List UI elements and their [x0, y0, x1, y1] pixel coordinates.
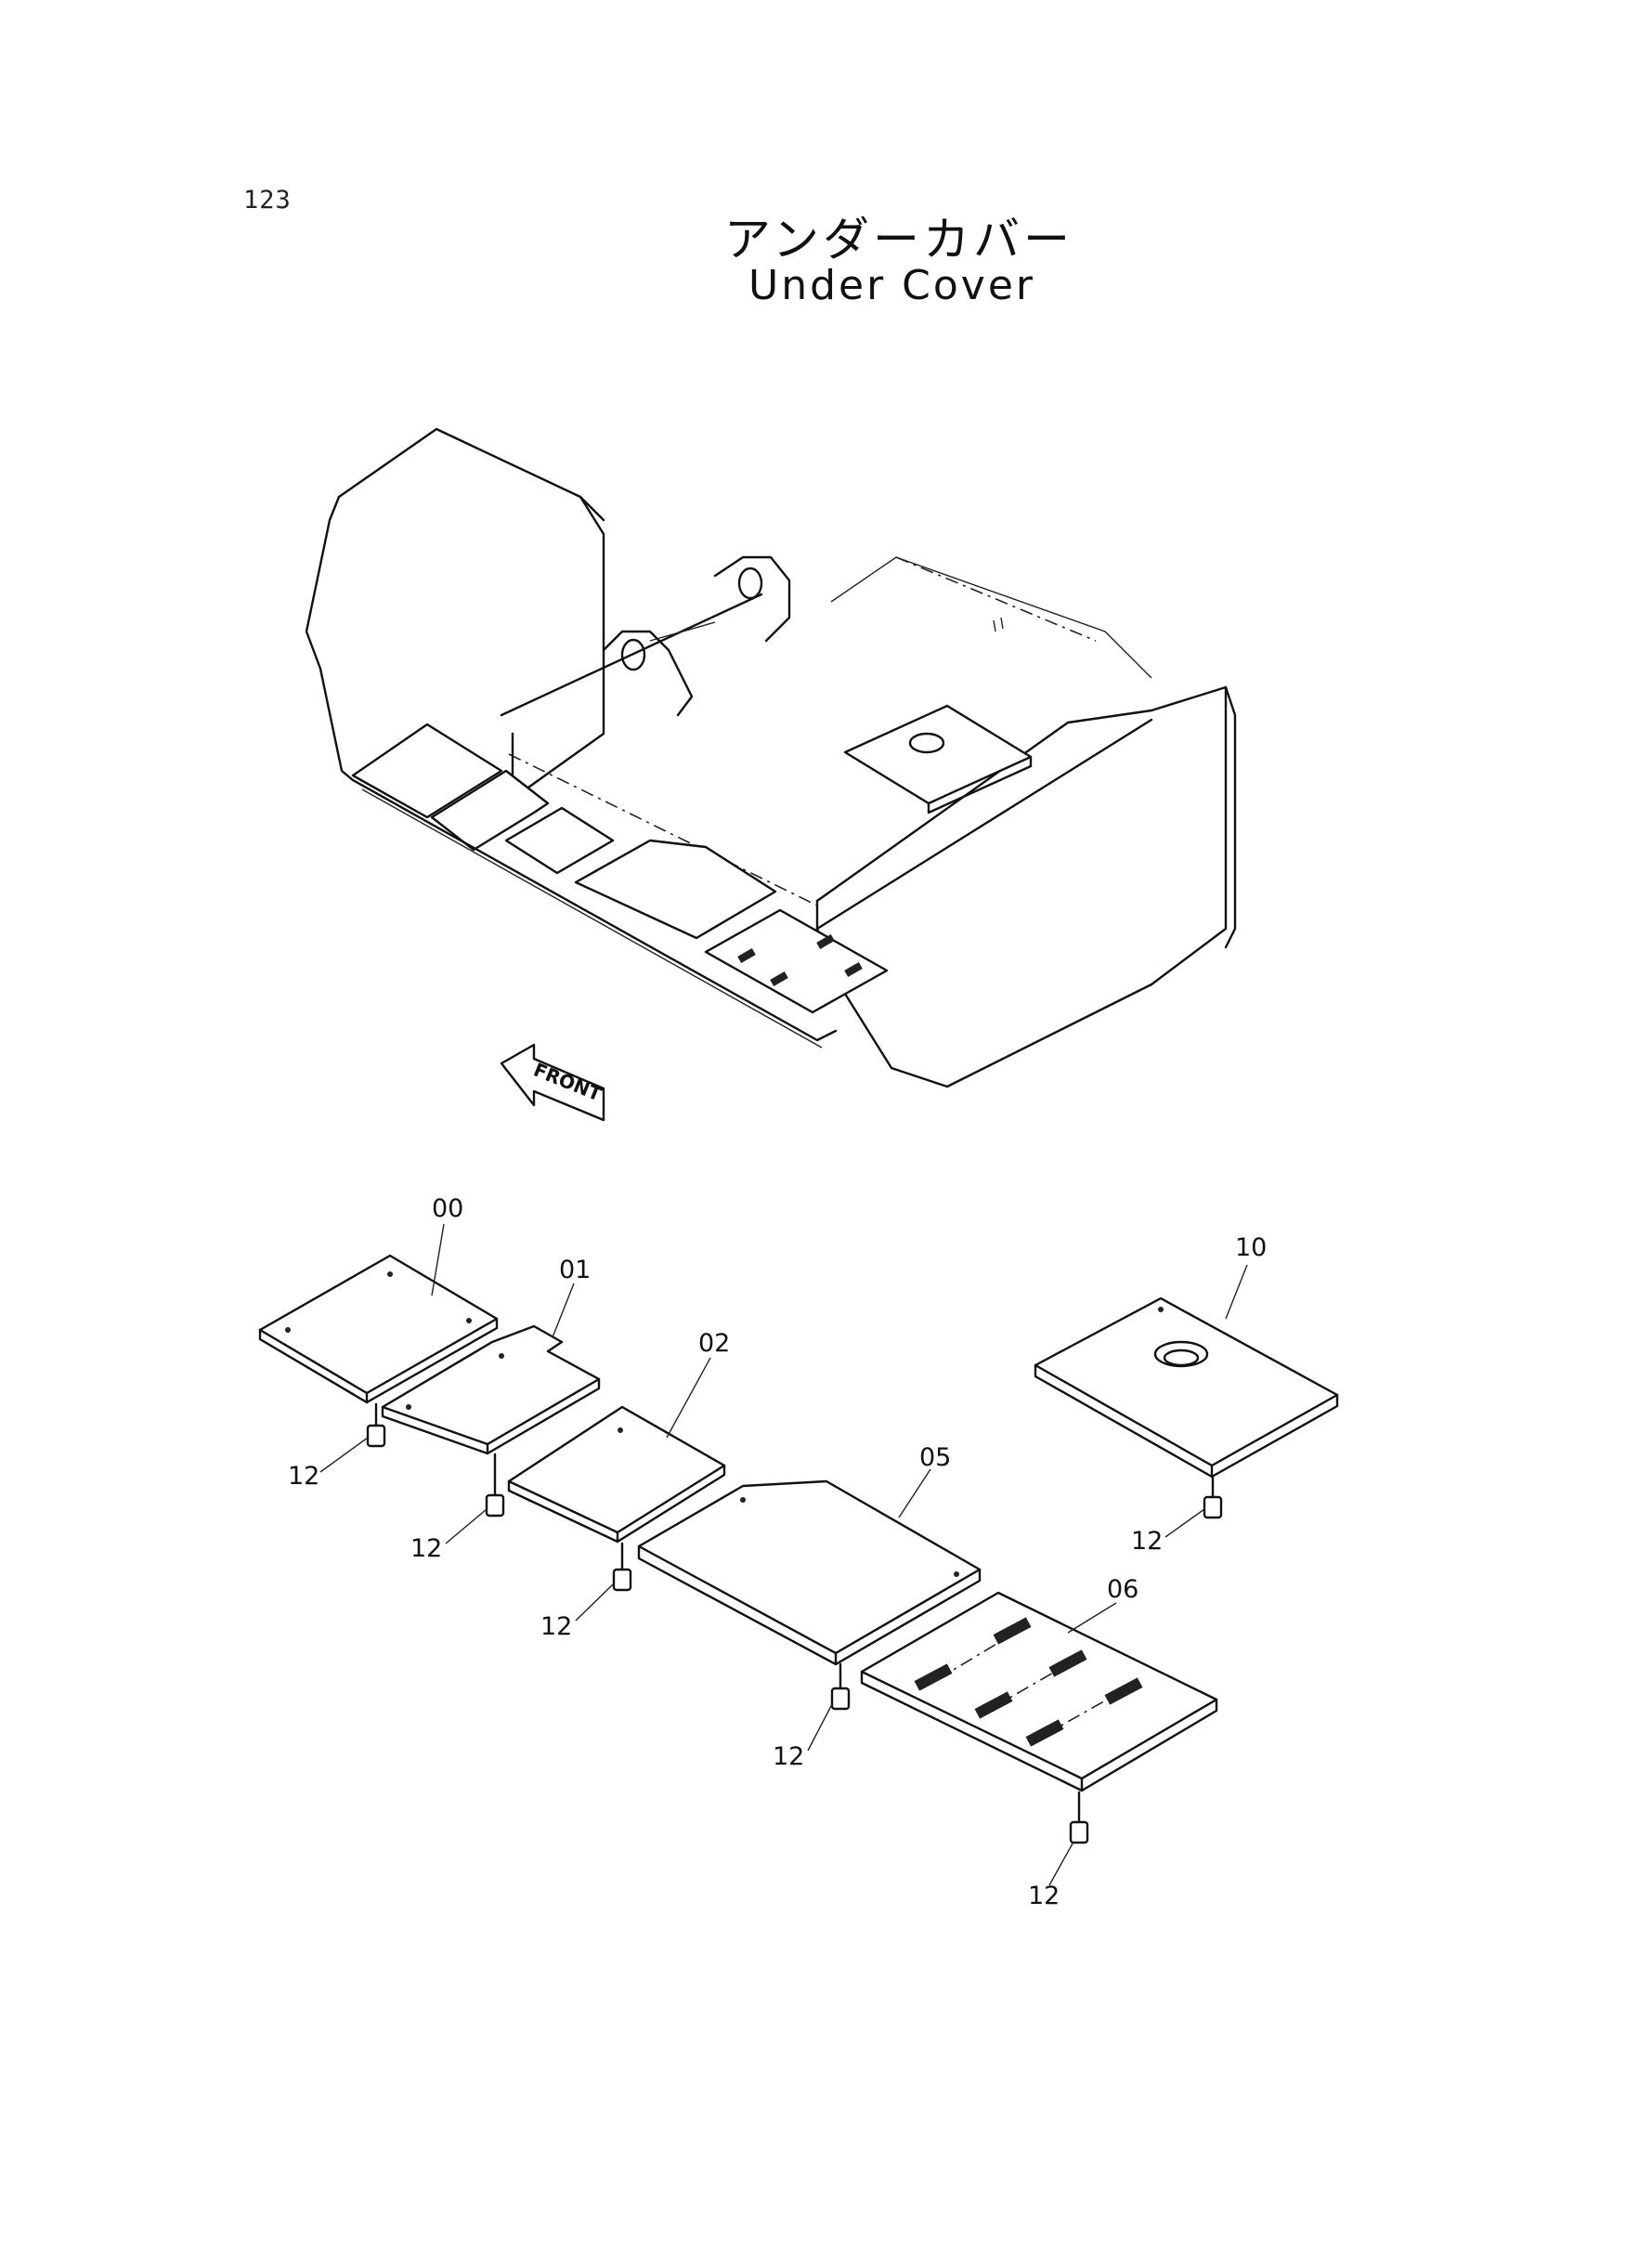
bolt-12-d [830, 1662, 851, 1711]
callout-05: 05 [919, 1443, 951, 1472]
cover-05 [637, 1479, 982, 1666]
callout-10: 10 [1235, 1233, 1267, 1262]
bolt-12-e [1203, 1475, 1223, 1519]
bolt-12-f [1069, 1791, 1089, 1844]
deck-top-edge [500, 593, 763, 717]
boom-mount-lug-rear [713, 555, 791, 643]
cover-06-slots [914, 1617, 1143, 1747]
callout-02: 02 [698, 1329, 730, 1358]
callout-12-f: 12 [1028, 1882, 1060, 1910]
callout-leaders [319, 1223, 1248, 1886]
cover-10 [1034, 1296, 1339, 1479]
callout-labels: 00 01 02 05 06 10 12 12 12 12 12 12 [288, 1194, 1267, 1910]
bolt-12-c [612, 1542, 632, 1592]
page-title-japanese: アンダーカバー [724, 213, 1073, 267]
machine-frame-assembly [305, 427, 1237, 1088]
front-direction-arrow: FRONT [500, 1043, 605, 1122]
callout-01: 01 [559, 1256, 591, 1284]
exploded-view: 00 01 02 05 06 10 12 12 12 12 12 12 [258, 1194, 1339, 1910]
callout-12-e: 12 [1131, 1527, 1163, 1556]
installed-cover-06 [704, 908, 889, 1014]
callout-06: 06 [1107, 1575, 1138, 1604]
cover-01 [381, 1324, 601, 1455]
installed-cover-10-port [908, 732, 945, 754]
page-title-english: Under Cover [748, 262, 1036, 309]
bolt-12-a [366, 1402, 386, 1448]
cover-06 [860, 1591, 1218, 1792]
cover-00 [258, 1254, 499, 1404]
callout-00: 00 [432, 1194, 463, 1223]
installed-cover-10 [843, 704, 1033, 805]
installed-cover-05 [574, 839, 777, 940]
callout-12-a: 12 [288, 1462, 319, 1491]
cover-02 [507, 1405, 726, 1544]
callout-12-c: 12 [540, 1612, 572, 1641]
installed-cover-02 [504, 806, 615, 875]
callout-12-b: 12 [410, 1534, 442, 1563]
page-number: 123 [243, 186, 292, 215]
boom-pin-hole-rear [737, 567, 763, 600]
installed-cover-00 [351, 723, 503, 819]
boom-pin-hole-front [620, 638, 646, 671]
right-housing-outline [1150, 685, 1228, 986]
callout-12-d: 12 [773, 1742, 804, 1771]
boom-mount-lug-front [602, 630, 694, 717]
bolt-12-group [366, 1402, 1223, 1844]
bolt-12-b [485, 1453, 505, 1518]
